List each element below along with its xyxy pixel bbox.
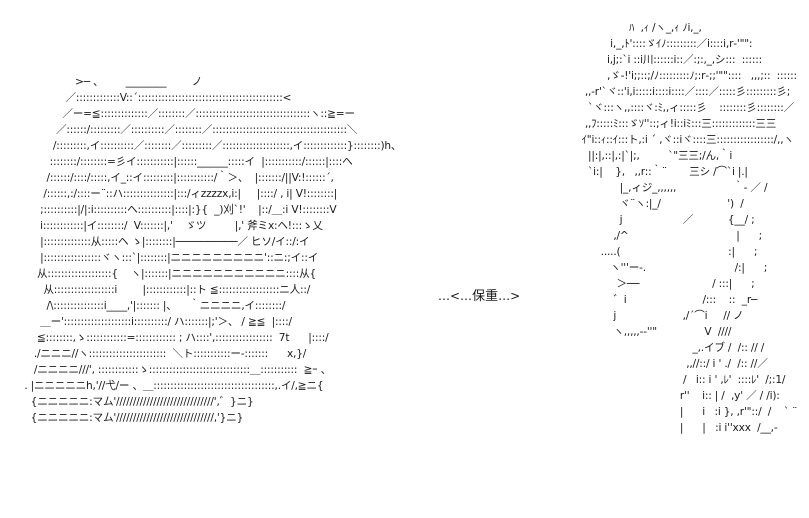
speech-open: …<… xyxy=(438,289,473,303)
speech-bubble: …<…保重…> xyxy=(438,289,520,304)
left-character-ascii-art: >─ 、 ________ ノ ／:::::::::::::V::´::::::… xyxy=(24,76,402,424)
speech-text: 保重 xyxy=(472,289,499,304)
right-character-ascii-art: ﾊ ,ｨ /ヽ_,ｨ ﾉi,_, i,_,ﾄ'::::ゞｲﾉ:::::::::／… xyxy=(581,22,798,434)
speech-close: …> xyxy=(498,289,521,303)
